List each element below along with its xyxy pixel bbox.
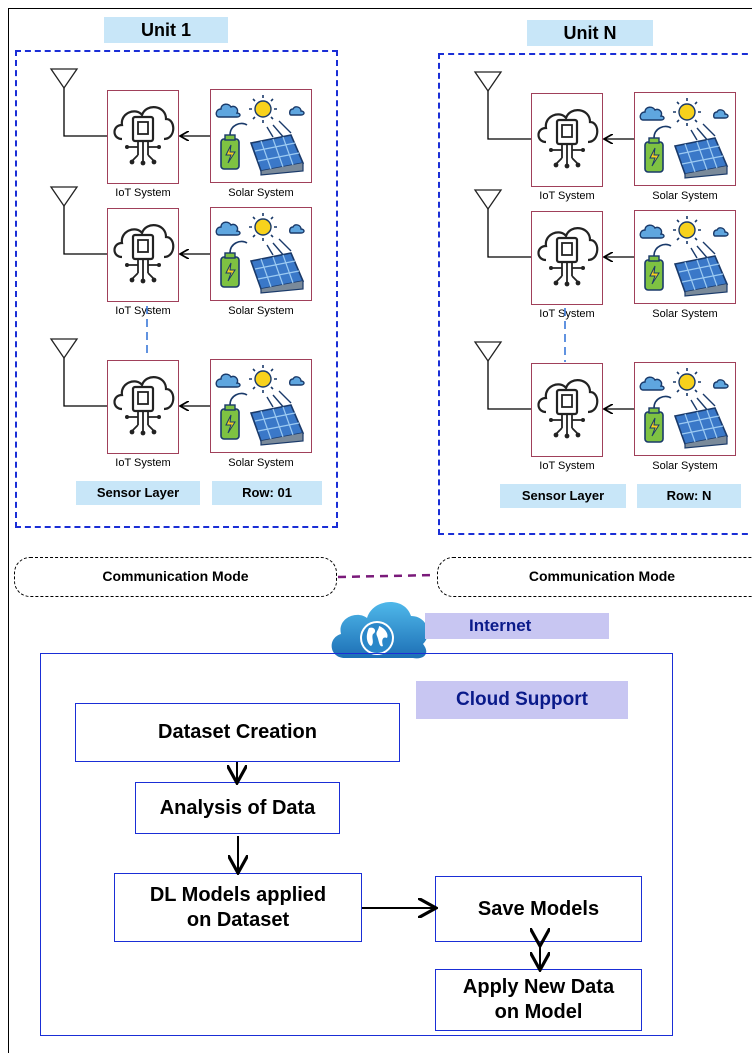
unit-2-row-1-antenna-icon [473, 71, 503, 93]
unit-1-layer-label: Sensor Layer [76, 481, 200, 505]
unit-2-row-3-antenna-icon [473, 341, 503, 363]
solar-panel-battery-icon [635, 364, 735, 455]
apply-new-data-line-2: on Model [494, 1001, 583, 1023]
cloud-globe-icon [331, 601, 428, 659]
communication-mode-left: Communication Mode [14, 557, 337, 597]
unit-n-row-label: Row: N [637, 484, 741, 508]
unit-2-row-3-solar-label: Solar System [652, 460, 718, 472]
unit-1-row-1-solar-tile [210, 89, 312, 183]
unit-2-row-2-antenna-icon [473, 189, 503, 211]
unit-2-row-1-iot-label: IoT System [539, 190, 595, 202]
unit-n-box [438, 53, 752, 535]
unit-1-row-2-antenna-icon [49, 186, 79, 208]
unit-1-row-1-antenna-icon [49, 68, 79, 90]
apply-new-data-step: Apply New Data on Model [435, 969, 642, 1031]
cloud-chip-icon [532, 98, 602, 183]
unit-2-row-3-iot-label: IoT System [539, 460, 595, 472]
solar-panel-battery-icon [635, 94, 735, 185]
unit-1-row-2-iot-tile [107, 208, 179, 302]
unit-2-row-1-solar-tile [634, 92, 736, 186]
unit-1-row-3-iot-label: IoT System [115, 457, 171, 469]
unit-2-row-3-iot-tile [531, 363, 603, 457]
unit-1-row-2-solar-tile [210, 207, 312, 301]
dl-models-line-2: on Dataset [186, 908, 290, 931]
cloud-chip-icon [532, 368, 602, 453]
cloud-chip-icon [108, 365, 178, 450]
unit-1-row-2-iot-label: IoT System [115, 305, 171, 317]
unit-1-row-3-antenna-icon [49, 338, 79, 360]
internet-label: Internet [425, 613, 609, 639]
dataset-creation-step: Dataset Creation [75, 703, 400, 762]
unit-1-row-2-solar-label: Solar System [228, 305, 294, 317]
unit-1-row-3-solar-tile [210, 359, 312, 453]
unit-2-row-2-solar-tile [634, 210, 736, 304]
cloud-support-box [40, 653, 673, 1036]
solar-panel-battery-icon [635, 212, 735, 303]
apply-new-data-line-1: Apply New Data [462, 976, 615, 998]
analysis-of-data-step: Analysis of Data [135, 782, 340, 834]
unit-1-row-3-iot-tile [107, 360, 179, 454]
unit-1-row-label: Row: 01 [212, 481, 322, 505]
dl-models-line-1: DL Models applied [149, 883, 327, 906]
unit-1-row-3-solar-label: Solar System [228, 457, 294, 469]
communication-mode-right: Communication Mode [437, 557, 752, 597]
unit-n-title: Unit N [527, 20, 653, 46]
unit-2-row-1-solar-label: Solar System [652, 190, 718, 202]
unit-2-row-3-solar-tile [634, 362, 736, 456]
solar-panel-battery-icon [211, 91, 311, 182]
unit-2-row-2-solar-label: Solar System [652, 308, 718, 320]
dl-models-step: DL Models applied on Dataset [114, 873, 362, 942]
unit-1-row-1-solar-label: Solar System [228, 187, 294, 199]
solar-panel-battery-icon [211, 361, 311, 452]
cloud-chip-icon [532, 216, 602, 301]
cloud-support-label: Cloud Support [416, 681, 628, 719]
solar-panel-battery-icon [211, 209, 311, 300]
unit-1-box [15, 50, 338, 528]
unit-2-row-1-iot-tile [531, 93, 603, 187]
diagram-frame [8, 8, 752, 1053]
cloud-chip-icon [108, 213, 178, 298]
unit-1-title: Unit 1 [104, 17, 228, 43]
unit-n-layer-label: Sensor Layer [500, 484, 626, 508]
cloud-chip-icon [108, 95, 178, 180]
unit-2-row-2-iot-label: IoT System [539, 308, 595, 320]
unit-2-row-2-iot-tile [531, 211, 603, 305]
unit-1-row-1-iot-tile [107, 90, 179, 184]
unit-1-row-1-iot-label: IoT System [115, 187, 171, 199]
